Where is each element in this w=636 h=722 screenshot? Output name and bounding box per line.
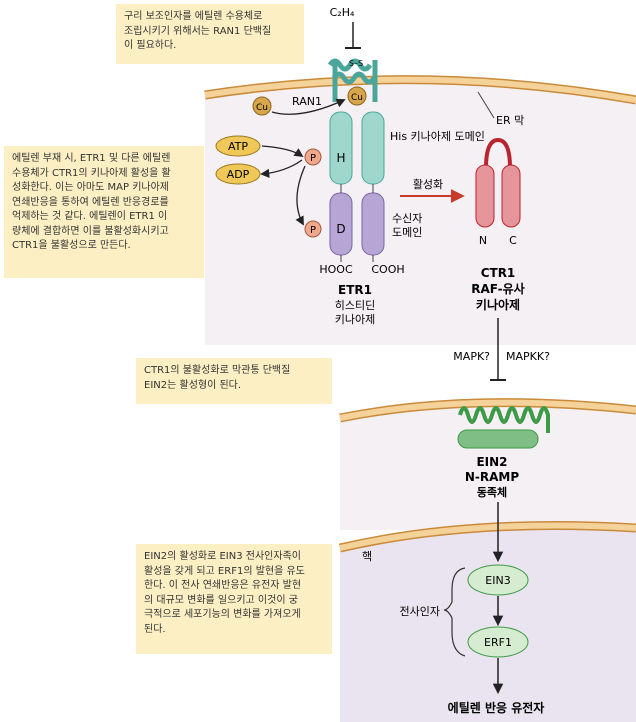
note-copper: 구리 보조인자를 에틸렌 수용체로 조립시키기 위해서는 RAN1 단백질 이 …: [116, 4, 304, 64]
etr1-his-domain-left: [329, 111, 353, 185]
ein2-transmembrane-helices: [458, 406, 550, 433]
ein2-desc-1: N-RAMP: [465, 470, 519, 484]
disulfide-label: S–S: [349, 59, 363, 68]
erf1-node: [467, 626, 529, 658]
his-to-asp-arrow: [295, 165, 306, 226]
his-kinase-domain-label: His 키나아제 도메인: [390, 130, 485, 143]
adp-icon: [215, 163, 261, 185]
etr1-his-domain-right: [361, 111, 385, 185]
ein2-desc-2: 동족체: [477, 485, 507, 499]
ctr1-desc-2: 키나아제: [476, 297, 520, 312]
transcription-factors-label: 전사인자: [400, 605, 440, 618]
phospho-asp-icon: [304, 220, 322, 238]
ein2-membrane-region: [340, 402, 636, 530]
mapk-label: MAPK?: [453, 350, 490, 363]
ctr1-name: CTR1: [481, 266, 516, 280]
etr1-desc-2: 키나아제: [335, 313, 375, 326]
cytoplasm-region: [205, 79, 636, 345]
ein2-name: EIN2: [476, 455, 507, 469]
asp-letter: D: [336, 222, 345, 236]
atp-to-his-arrow: [261, 145, 304, 158]
note-ctr1-inactivation: 에틸렌 부재 시, ETR1 및 다른 에틸렌 수용체가 CTR1의 키나아제 …: [4, 146, 204, 278]
phospho-his-icon: [304, 148, 322, 166]
ctr1-domain-left: [475, 164, 495, 228]
etr1-receiver-domain-right: [361, 192, 385, 256]
ctr1-loop: [484, 137, 512, 169]
note-ein2-active: CTR1의 불활성화로 막관통 단백질 EIN2는 활성형이 된다.: [136, 358, 332, 404]
atp-icon: [215, 135, 261, 157]
cu-free-label: Cu: [256, 103, 268, 113]
ctr1-desc-1: RAF-유사: [471, 281, 524, 296]
nucleus-label: 핵: [362, 550, 372, 563]
hooc-label: HOOC: [319, 263, 353, 276]
er-membrane-label: ER 막: [496, 114, 524, 127]
mapkk-label: MAPKK?: [506, 350, 550, 363]
cu-bound-label: Cu: [351, 93, 363, 103]
cu-free-icon: [252, 96, 272, 116]
his-to-adp-arrow: [260, 159, 303, 178]
activation-label: 활성화: [413, 177, 443, 191]
ein2-cterm-domain: [457, 429, 539, 449]
ctr1-c-label: C: [509, 234, 517, 247]
note-ein3-activation: EIN2의 활성화로 EIN3 전사인자족이 활성을 갖게 되고 ERF1의 발…: [136, 544, 332, 654]
etr1-transmembrane-domain: [327, 58, 378, 102]
ctr1-domain-right: [501, 164, 521, 228]
cooh-label: COOH: [371, 263, 404, 276]
cu-bound-icon: [347, 86, 367, 106]
etr1-name: ETR1: [338, 283, 372, 297]
receiver-domain-label-1: 수신자: [392, 212, 422, 225]
atp-label: ATP: [228, 140, 248, 153]
transcription-factor-bracket: [443, 567, 466, 657]
ein3-label: EIN3: [485, 574, 510, 587]
ein3-node: [467, 564, 529, 596]
etr1-desc-1: 히스티딘: [335, 298, 375, 312]
ethylene-response-genes-label: 에틸렌 반응 유전자: [448, 700, 545, 715]
erf1-label: ERF1: [484, 636, 512, 649]
his-letter: H: [336, 151, 345, 165]
receiver-domain-label-2: 도메인: [392, 226, 422, 239]
ctr1-n-label: N: [479, 234, 487, 247]
ran1-arrow: [271, 98, 346, 115]
nucleus-region: [340, 525, 636, 722]
adp-label: ADP: [227, 168, 250, 181]
ethylene-label: C₂H₄: [330, 6, 355, 19]
phospho-his-label: P: [310, 153, 316, 164]
ran1-label: RAN1: [292, 95, 322, 108]
phospho-asp-label: P: [310, 225, 316, 236]
